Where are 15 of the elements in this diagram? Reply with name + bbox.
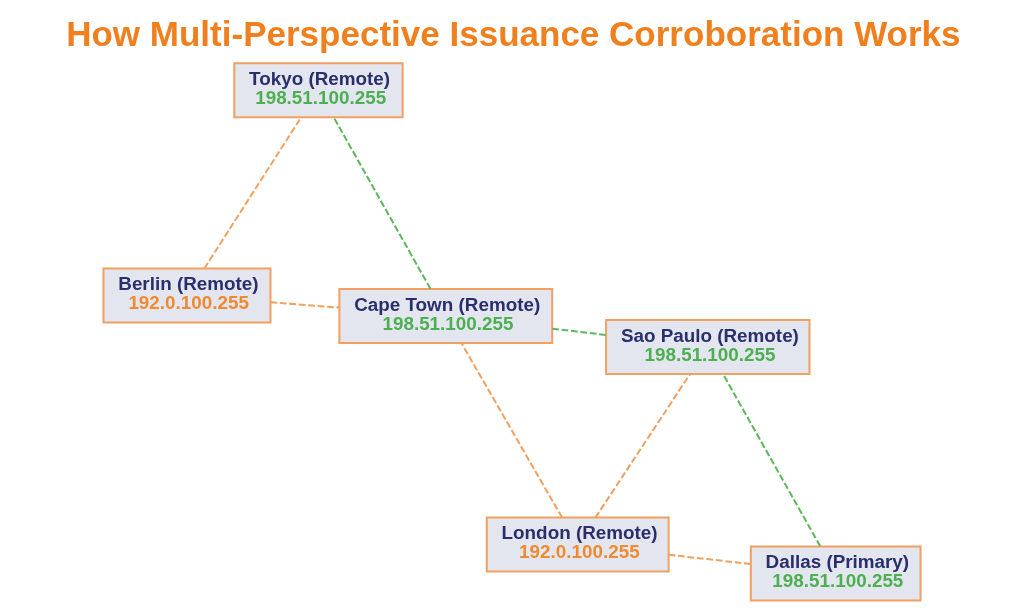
node-box: Dallas (Primary) 198.51.100.255: [749, 545, 922, 602]
node-box: Cape Town (Remote) 198.51.100.255: [338, 288, 554, 344]
connector: [552, 327, 606, 336]
connector: [460, 342, 563, 518]
node-box: London (Remote) 192.0.100.255: [485, 516, 670, 573]
connector: [270, 301, 340, 309]
connector: [203, 117, 302, 269]
node-box: Sao Paulo (Remote) 198.51.100.255: [605, 319, 811, 375]
node-box: Tokyo (Remote) 198.51.100.255: [233, 62, 404, 119]
node-box: Berlin (Remote) 192.0.100.255: [102, 267, 272, 324]
connector: [722, 373, 822, 547]
diagram-title: How Multi-Perspective Issuance Corroboration Works: [66, 13, 961, 53]
connector: [668, 553, 751, 565]
connector: [594, 373, 691, 519]
connector: [332, 116, 432, 290]
